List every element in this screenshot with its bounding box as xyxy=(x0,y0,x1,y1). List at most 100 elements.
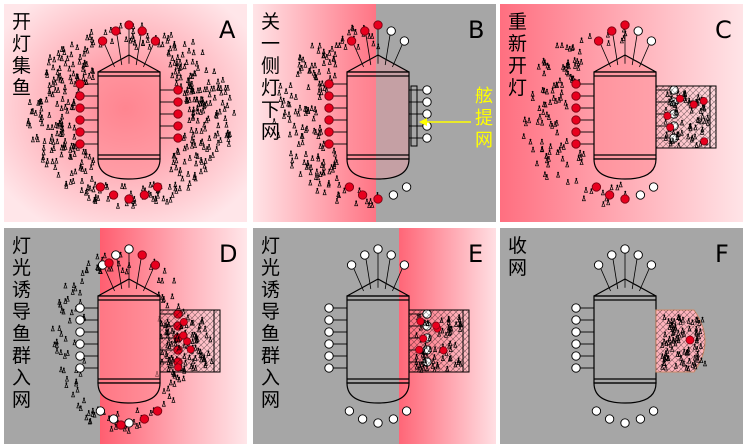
fish-mark xyxy=(414,364,419,370)
fish-mark xyxy=(318,89,320,91)
fish-mark xyxy=(585,186,587,189)
fish-mark xyxy=(206,115,211,122)
fish-mark xyxy=(116,410,119,413)
fish-mark xyxy=(332,166,334,169)
fish-mark xyxy=(216,130,219,133)
fish-mark xyxy=(59,307,64,314)
fish-mark xyxy=(316,153,321,159)
fish-mark xyxy=(62,84,67,91)
fish-mark xyxy=(58,131,63,137)
ship-stern xyxy=(346,158,410,180)
fish-mark xyxy=(85,414,88,417)
fish-mark xyxy=(28,99,31,101)
caption-char: 鱼 xyxy=(12,77,31,99)
fish-mark xyxy=(189,320,194,326)
fish-mark xyxy=(331,45,333,48)
fish-mark xyxy=(666,355,671,361)
fish-mark xyxy=(83,79,86,82)
fish-mark xyxy=(301,133,304,135)
fish-mark xyxy=(688,125,693,132)
fish-mark xyxy=(700,129,705,135)
fish-mark xyxy=(540,120,545,126)
fish-mark xyxy=(200,128,203,130)
fish-mark xyxy=(169,362,174,369)
fish-mark xyxy=(192,96,197,103)
fish-mark xyxy=(72,70,75,73)
fish-mark xyxy=(193,345,198,351)
fish-mark xyxy=(106,183,109,186)
fish-mark xyxy=(55,138,60,145)
fish-mark xyxy=(313,127,316,130)
fish-mark xyxy=(63,353,66,355)
fish-mark xyxy=(168,183,171,186)
fish-mark xyxy=(558,95,563,101)
fish-mark xyxy=(681,119,683,122)
fish-mark xyxy=(171,192,174,194)
fish-mark xyxy=(210,358,213,361)
fish-mark xyxy=(350,25,355,32)
fish-mark xyxy=(672,99,675,102)
fish-mark xyxy=(203,121,206,124)
fish-mark xyxy=(54,348,60,354)
fish-mark xyxy=(695,142,698,144)
fish-mark xyxy=(674,106,679,112)
fish-mark xyxy=(218,137,223,143)
fish-mark xyxy=(193,365,198,371)
fish-mark xyxy=(532,146,534,149)
fish-mark xyxy=(698,108,703,114)
fish-mark xyxy=(420,361,423,364)
fish-mark xyxy=(196,348,201,354)
fish-mark xyxy=(317,47,320,50)
fish-mark xyxy=(89,176,94,182)
fish-mark xyxy=(576,65,581,71)
fish-mark xyxy=(203,101,206,104)
fish-mark xyxy=(683,330,685,333)
fish-mark xyxy=(205,332,208,335)
fish-mark xyxy=(314,62,316,65)
fish-mark xyxy=(66,375,68,378)
fish-mark xyxy=(354,28,357,31)
fish-mark xyxy=(147,44,152,50)
fish-mark xyxy=(43,138,46,140)
fish-mark xyxy=(615,184,620,191)
fish-mark xyxy=(671,336,676,343)
fish-mark xyxy=(68,74,73,81)
fish-mark xyxy=(219,90,224,96)
fish-mark xyxy=(371,40,376,47)
fish-mark xyxy=(170,55,175,61)
fish-mark xyxy=(64,138,67,140)
fish-mark xyxy=(69,143,74,149)
fish-mark xyxy=(191,39,196,45)
fish-mark xyxy=(85,267,88,270)
fish-mark xyxy=(417,362,422,368)
lamp-off-icon xyxy=(75,327,85,337)
fish-mark xyxy=(660,364,665,370)
fish-mark xyxy=(51,124,54,127)
fish-mark xyxy=(700,357,703,360)
fish-mark xyxy=(425,365,430,372)
fish-mark xyxy=(189,143,194,149)
fish-mark xyxy=(177,149,180,151)
fish-mark xyxy=(315,174,317,177)
fish-mark xyxy=(321,60,326,66)
fish-mark xyxy=(303,110,308,117)
fish-mark xyxy=(332,55,335,58)
fish-mark xyxy=(663,354,666,357)
fish-mark xyxy=(190,87,195,94)
fish-mark xyxy=(676,134,679,137)
fish-mark xyxy=(312,62,317,69)
fish-mark xyxy=(661,353,664,356)
lamp-arm xyxy=(631,34,638,66)
fish-mark xyxy=(543,101,545,104)
fish-mark xyxy=(162,295,165,298)
fish-mark xyxy=(132,40,137,46)
fish-mark xyxy=(173,69,178,75)
fish-mark xyxy=(560,156,565,162)
fish-mark xyxy=(317,94,322,101)
fish-mark xyxy=(369,198,372,200)
fish-mark xyxy=(423,343,428,349)
fish-mark xyxy=(322,85,327,91)
fish-mark xyxy=(569,73,572,76)
fish-mark xyxy=(216,78,221,85)
fish-mark xyxy=(165,350,168,353)
